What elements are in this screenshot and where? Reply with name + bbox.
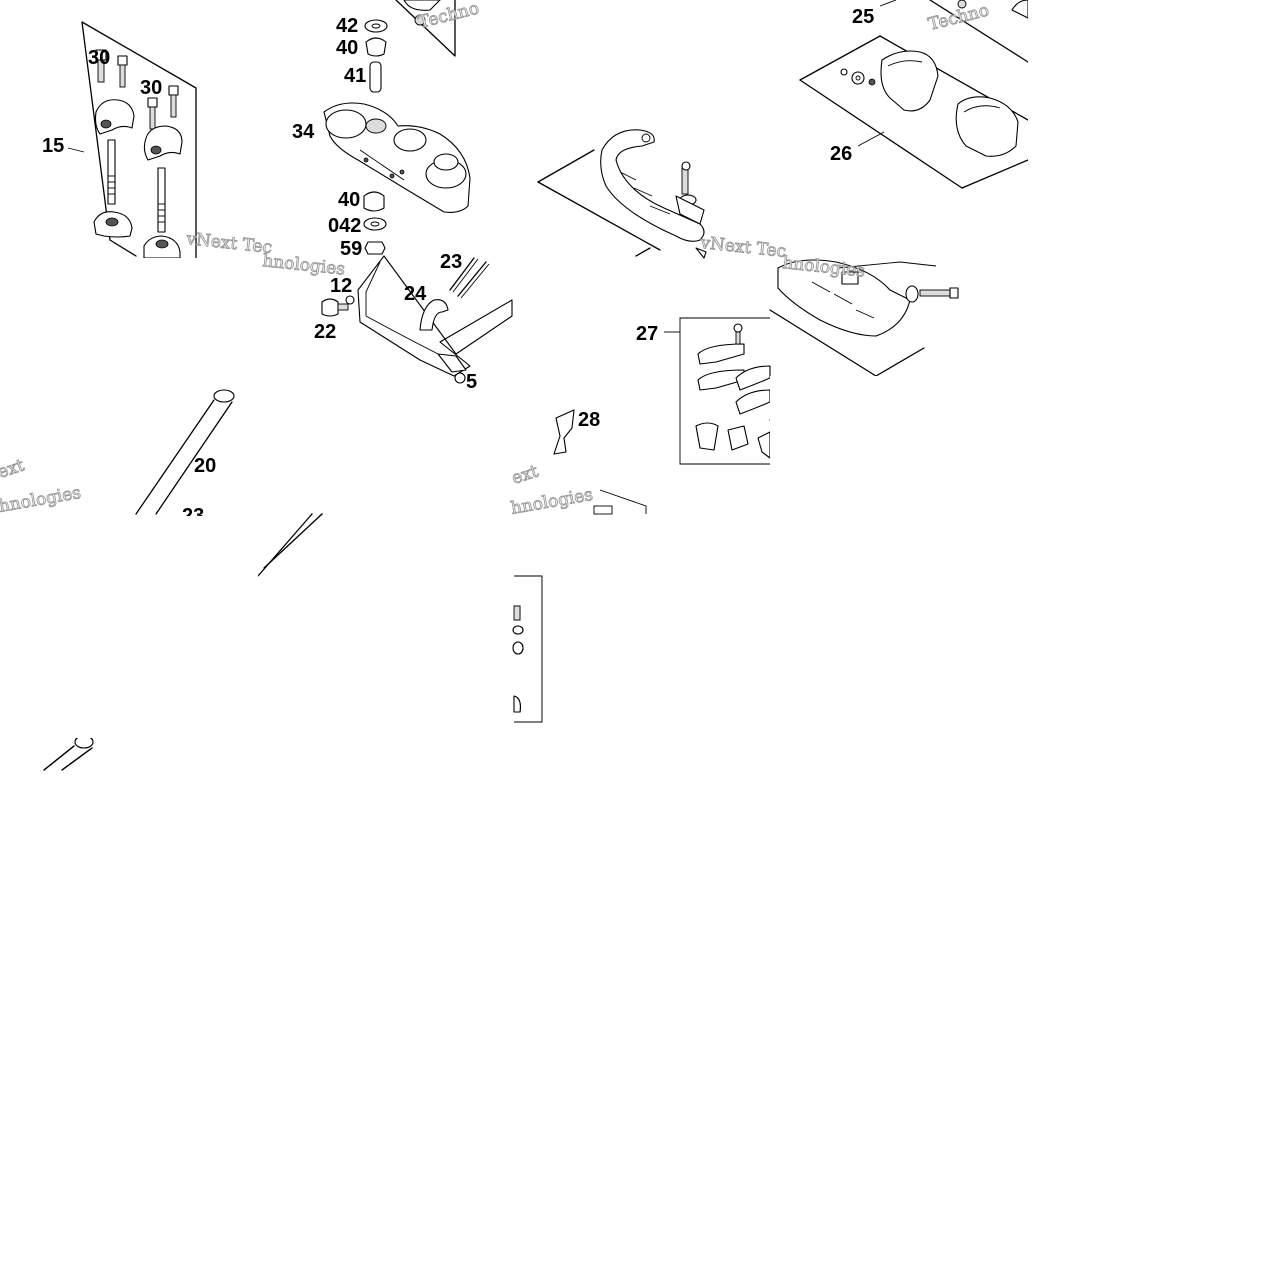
fork-tube-upper-redraw xyxy=(135,389,235,515)
callout-59: 59 xyxy=(340,238,362,260)
callout-24: 24 xyxy=(404,283,427,305)
svg-text:vNext Tec: vNext Tec xyxy=(184,229,273,258)
edge-masks xyxy=(0,516,258,738)
fork-guard xyxy=(321,255,513,384)
callout-26: 26 xyxy=(830,143,852,165)
spring-23 xyxy=(449,257,490,299)
callout-23: 23 xyxy=(440,251,462,273)
bracket-plate-28 xyxy=(553,409,575,455)
callout-27: 27 xyxy=(636,323,658,345)
handguard-right xyxy=(769,259,959,377)
cable-guide-24 xyxy=(419,299,449,331)
nut-59 xyxy=(364,241,386,255)
fork-tube-lower-redraw xyxy=(257,513,323,577)
callout-40: 40 xyxy=(336,37,358,59)
svg-text:hnologies: hnologies xyxy=(509,485,594,519)
callout-28: 28 xyxy=(578,409,600,431)
upper-clamp-right xyxy=(143,125,183,161)
callout-30: 30 xyxy=(88,47,110,69)
washer-042 xyxy=(363,217,387,231)
diagram-fragments xyxy=(195,247,707,515)
clamp-bolt-right xyxy=(147,85,179,130)
hand-shield-left xyxy=(880,50,939,112)
callout-12: 12 xyxy=(330,275,352,297)
handlebar-clamp-kit xyxy=(67,21,197,259)
callouts: 42 40 41 34 40 042 59 25 26 30 30 15 23 … xyxy=(42,6,874,527)
spacer-tube-41 xyxy=(369,61,382,93)
hand-shield-right xyxy=(955,96,1019,157)
callout-15: 15 xyxy=(42,135,64,157)
callout-5: 5 xyxy=(466,371,477,393)
handguard-bracket xyxy=(537,129,705,257)
clamp-kit xyxy=(553,317,809,465)
callout-22: 22 xyxy=(314,321,336,343)
triple-clamp-assembly xyxy=(323,0,471,255)
upper-clamp-left xyxy=(94,99,135,135)
callout-042: 042 xyxy=(328,215,361,237)
callout-40b: 40 xyxy=(338,189,360,211)
callout-41: 41 xyxy=(344,65,366,87)
svg-text:vNext Tec: vNext Tec xyxy=(698,233,787,262)
callout-34: 34 xyxy=(292,121,315,143)
bumper-22 xyxy=(321,298,339,317)
callout-25: 25 xyxy=(852,6,874,28)
svg-text:ext: ext xyxy=(509,461,541,488)
fork-tube-bottom-redraw xyxy=(43,735,94,771)
long-bolt-right xyxy=(157,167,166,233)
washer-42 xyxy=(364,19,388,33)
handguard-kit xyxy=(799,0,1029,189)
bushing-40-top xyxy=(365,37,387,57)
callout-30b: 30 xyxy=(140,77,162,99)
small-parts-box-redraw xyxy=(512,575,543,723)
clamp-bolt-left xyxy=(95,49,128,88)
callout-20: 20 xyxy=(194,455,216,477)
bushing-40-bottom xyxy=(363,191,385,212)
callout-42: 42 xyxy=(336,15,358,37)
long-bolt-left xyxy=(107,139,116,205)
